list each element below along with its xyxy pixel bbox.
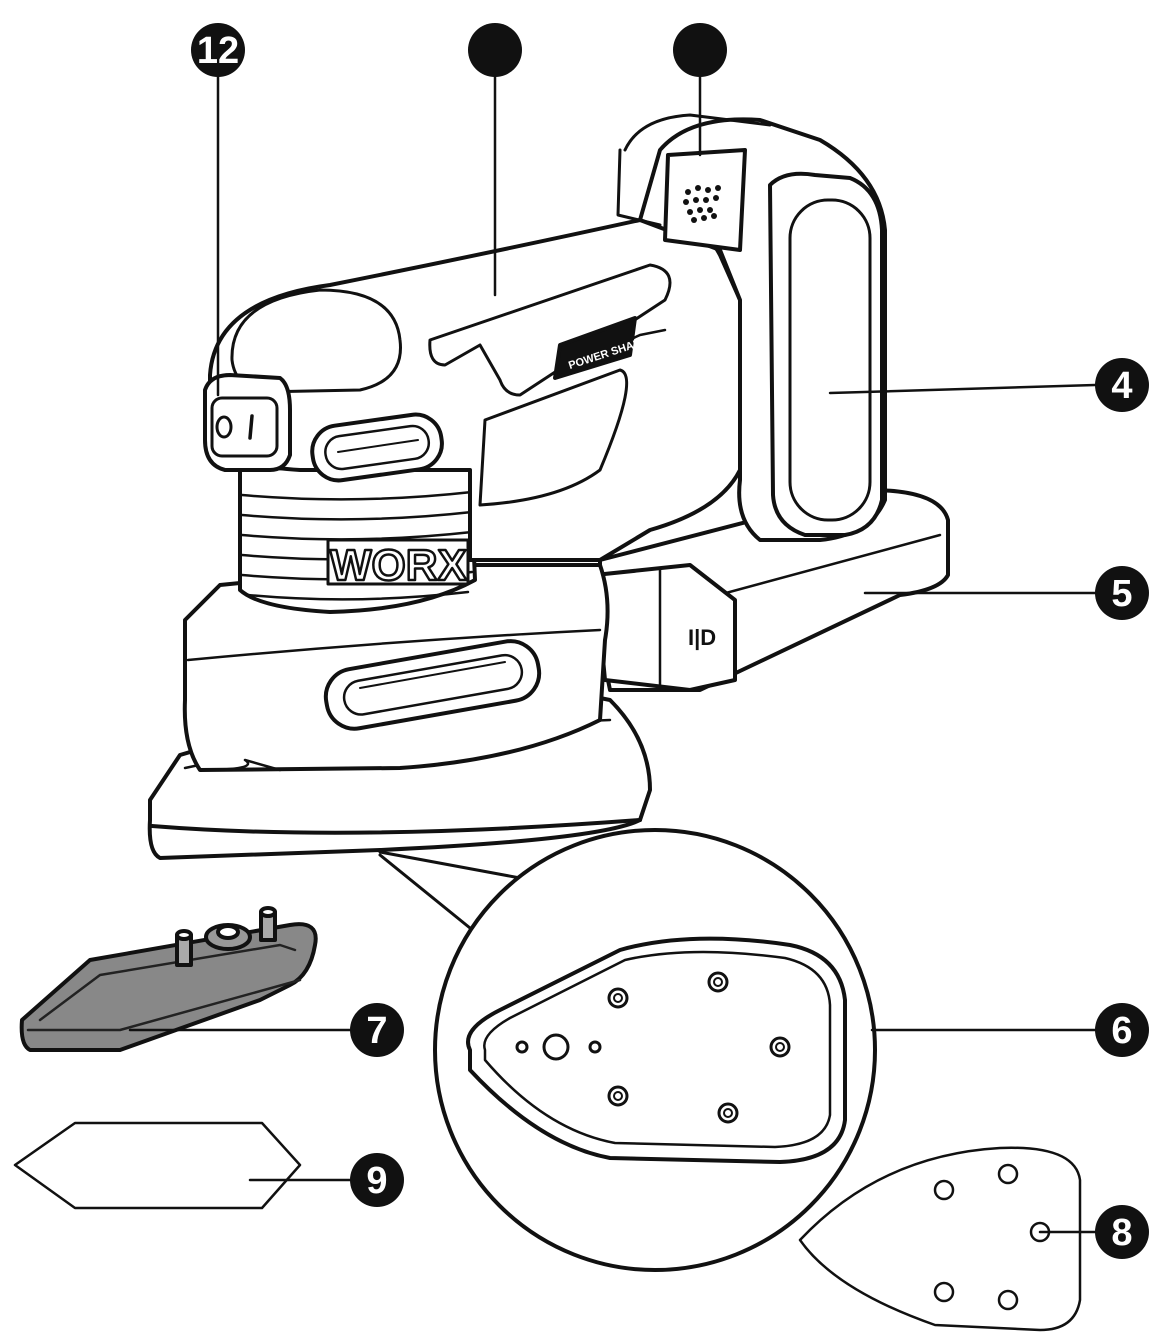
upper-vent-slot [310,412,444,483]
battery-connector [593,563,737,692]
svg-text:8: 8 [1111,1212,1132,1254]
callout-9: 9 [350,1153,404,1207]
indicator-dots [683,185,721,223]
callout-indicator [673,23,727,77]
battery-cover [768,171,884,537]
worx-logo: WORX [330,541,467,590]
finger-sanding-sheet [13,1121,302,1210]
leader-lines [128,73,1097,1234]
power-share-badge [553,316,637,380]
callout-1-2: 12 [191,23,245,77]
callout-5: 5 [1095,566,1149,620]
detail-sander-illustration: I|D WORX [147,113,950,860]
pad-magnifier [378,828,877,1272]
callout-4: 4 [1095,358,1149,412]
callout-handle [468,23,522,77]
svg-text:7: 7 [366,1010,387,1052]
lower-vent-slot [323,639,542,731]
svg-text:9: 9 [366,1160,387,1202]
sanding-pad [466,936,847,1164]
callout-badges: 12 4 5 6 7 [191,23,1149,1259]
callout-7: 7 [350,1003,404,1057]
battery-badge: I|D [688,625,716,650]
callout-8: 8 [1095,1205,1149,1259]
detail-finger-attachment [19,906,318,1052]
svg-text:4: 4 [1111,365,1132,407]
on-off-switch [203,373,292,472]
svg-text:6: 6 [1111,1010,1132,1052]
triangle-sanding-sheet [798,1146,1082,1332]
svg-text:12: 12 [197,30,239,72]
svg-text:5: 5 [1111,573,1132,615]
callout-6: 6 [1095,1003,1149,1057]
